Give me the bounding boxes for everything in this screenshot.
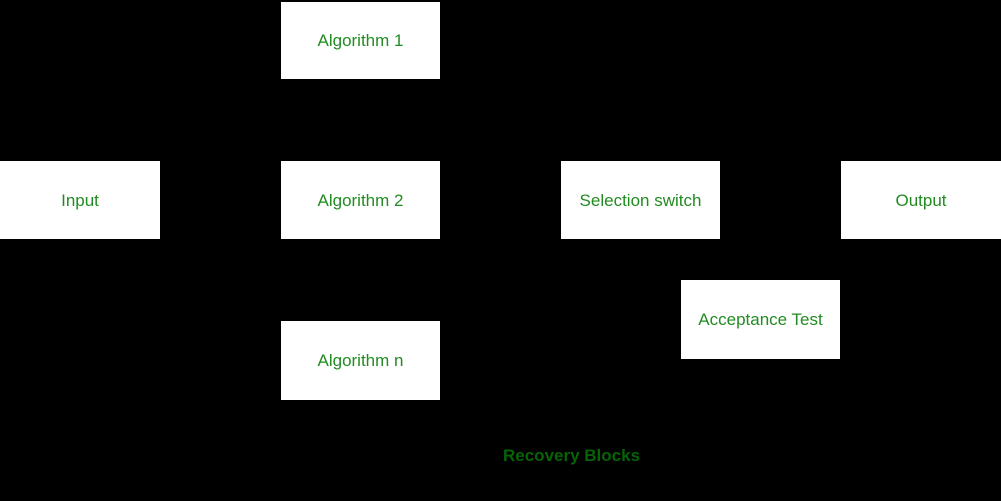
node-algorithm-2: Algorithm 2	[281, 161, 440, 239]
node-input: Input	[0, 161, 160, 239]
node-selection-switch: Selection switch	[561, 161, 720, 239]
node-output: Output	[841, 161, 1001, 239]
node-algorithm-n: Algorithm n	[281, 321, 440, 400]
node-acceptance-test: Acceptance Test	[681, 280, 840, 359]
diagram-title: Recovery Blocks	[503, 446, 641, 465]
node-algorithm-1: Algorithm 1	[281, 2, 440, 79]
